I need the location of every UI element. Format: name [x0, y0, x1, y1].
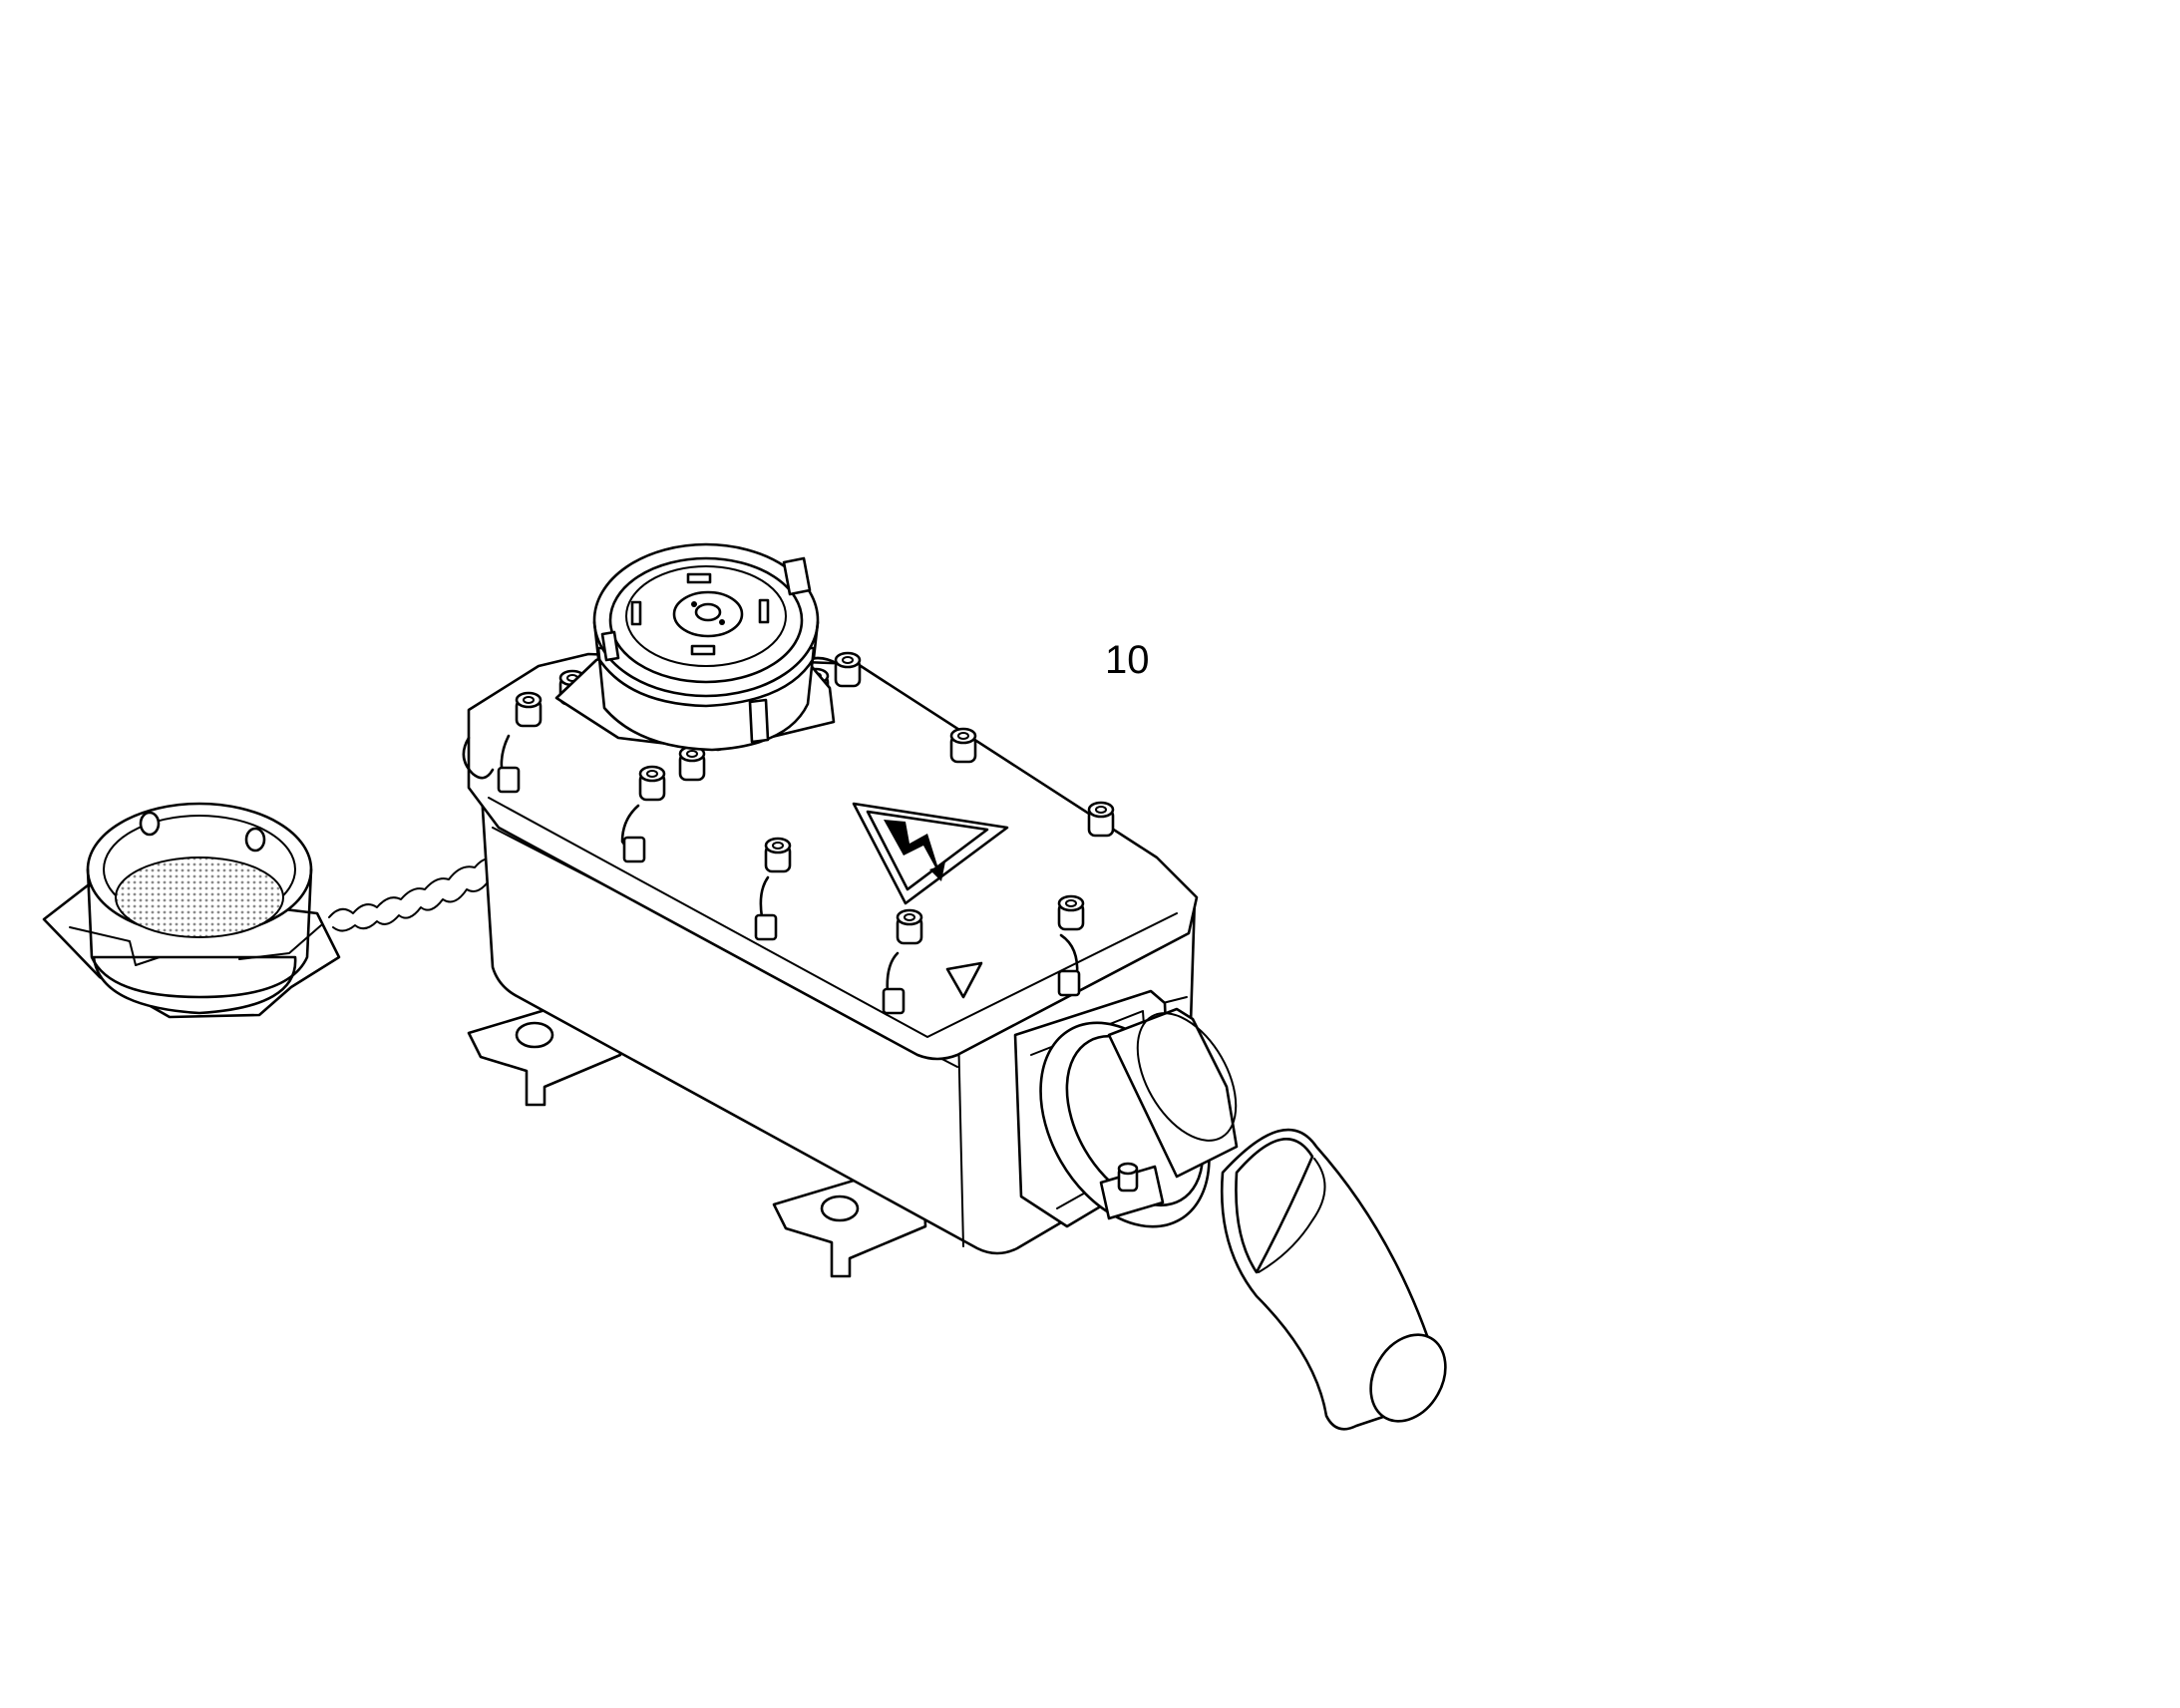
- dust-cap-left: [42, 802, 341, 1019]
- top-socket-left: [554, 542, 836, 752]
- callout-10: 10: [1105, 638, 1150, 682]
- high-voltage-warning-icon: [852, 802, 1009, 905]
- connector-housing-left: [462, 542, 1447, 1431]
- cable-gland-left: [1013, 989, 1447, 1431]
